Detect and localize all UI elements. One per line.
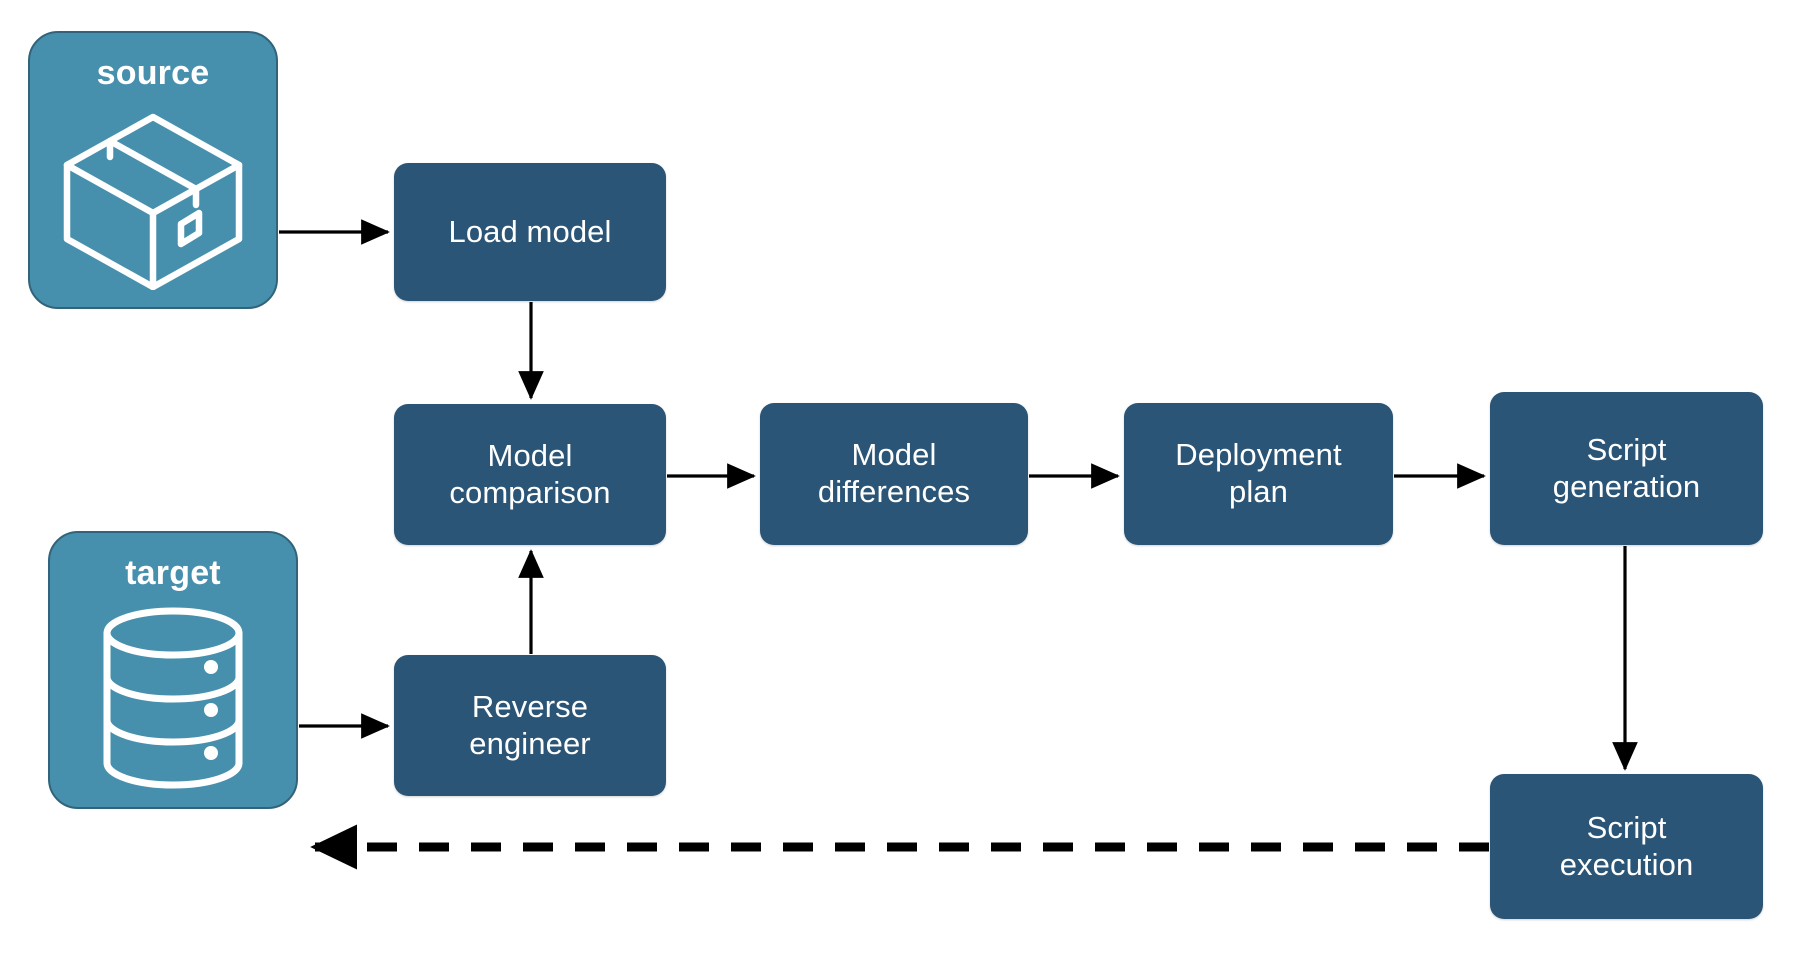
process-script-generation[interactable]: Script generation xyxy=(1490,392,1763,545)
process-script-execution-label: Script execution xyxy=(1559,809,1694,882)
process-model-differences-label: Model differences xyxy=(817,437,971,509)
process-deployment-plan[interactable]: Deployment plan xyxy=(1124,403,1393,545)
process-load-model-label: Load model xyxy=(448,213,612,249)
process-script-execution[interactable]: Script execution xyxy=(1490,774,1763,919)
process-model-comparison[interactable]: Model comparison xyxy=(394,404,666,545)
endpoint-target-label: target xyxy=(125,554,221,592)
endpoint-target[interactable]: target xyxy=(48,531,298,809)
endpoint-source-label: source xyxy=(96,54,210,92)
process-script-generation-label: Script generation xyxy=(1552,431,1701,504)
package-box-icon xyxy=(53,105,253,296)
database-cylinder-icon xyxy=(83,605,263,799)
process-deployment-plan-label: Deployment plan xyxy=(1175,437,1342,509)
process-model-differences[interactable]: Model differences xyxy=(760,403,1028,545)
process-load-model[interactable]: Load model xyxy=(394,163,666,301)
process-reverse-engineer[interactable]: Reverse engineer xyxy=(394,655,666,796)
endpoint-source[interactable]: source xyxy=(28,31,278,309)
process-reverse-engineer-label: Reverse engineer xyxy=(469,688,591,761)
process-model-comparison-label: Model comparison xyxy=(449,437,611,510)
